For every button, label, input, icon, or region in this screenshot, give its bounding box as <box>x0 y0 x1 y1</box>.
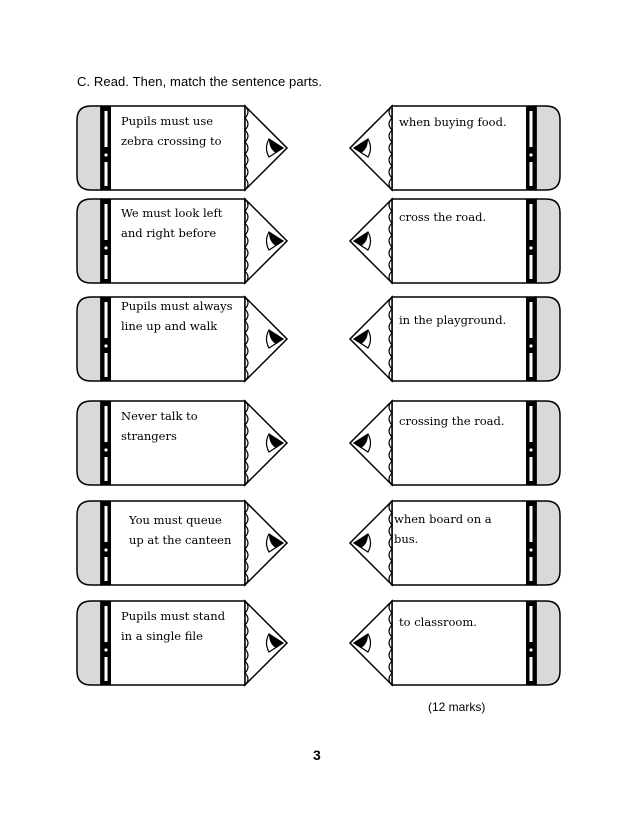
left-pencil-card: Never talk to strangers <box>76 399 289 487</box>
text-line: in the playground. <box>399 313 507 327</box>
right-pencil-card: when buying food. <box>348 104 561 192</box>
text-line: strangers <box>121 429 177 443</box>
right-pencil-card: crossing the road. <box>348 399 561 487</box>
sentence-ending-text: cross the road. <box>399 207 524 227</box>
text-line: in a single file <box>121 629 203 643</box>
left-pencil-card: Pupils must use zebra crossing to <box>76 104 289 192</box>
sentence-beginning-text: Never talk to strangers <box>121 406 246 446</box>
pencil-shape <box>348 104 561 192</box>
sentence-ending-text: to classroom. <box>399 612 524 632</box>
right-pencil-card: when board on a bus. <box>348 499 561 587</box>
pencil-shape <box>76 197 289 285</box>
left-pencil-card: We must look left and right before <box>76 197 289 285</box>
sentence-ending-text: when buying food. <box>399 112 524 132</box>
text-line: Pupils must stand <box>121 609 226 623</box>
pencil-shape <box>76 399 289 487</box>
text-line: crossing the road. <box>399 414 505 428</box>
right-pencil-card: to classroom. <box>348 599 561 687</box>
text-line: line up and walk <box>121 319 218 333</box>
pencil-shape <box>348 295 561 383</box>
text-line: zebra crossing to <box>121 134 222 148</box>
marks-label: (12 marks) <box>428 700 486 714</box>
text-line: when board on a <box>394 512 492 526</box>
pencil-shape <box>348 499 561 587</box>
pencil-shape <box>76 104 289 192</box>
text-line: to classroom. <box>399 615 477 629</box>
text-line: Never talk to <box>121 409 198 423</box>
sentence-ending-text: crossing the road. <box>399 411 524 431</box>
text-line: and right before <box>121 226 217 240</box>
text-line: when buying food. <box>399 115 507 129</box>
pencil-shape <box>348 399 561 487</box>
left-pencil-card: You must queue up at the canteen <box>76 499 289 587</box>
page-number: 3 <box>313 747 321 763</box>
sentence-ending-text: when board on a bus. <box>394 509 519 549</box>
sentence-beginning-text: Pupils must use zebra crossing to <box>121 111 246 151</box>
pencil-shape <box>76 295 289 383</box>
pencil-shape <box>348 599 561 687</box>
left-pencil-card: Pupils must stand in a single file <box>76 599 289 687</box>
text-line: cross the road. <box>399 210 487 224</box>
pencil-shape <box>76 499 289 587</box>
sentence-beginning-text: Pupils must stand in a single file <box>121 606 246 646</box>
text-line: Pupils must always <box>121 299 233 313</box>
text-line: You must queue <box>129 513 222 527</box>
sentence-beginning-text: Pupils must always line up and walk <box>121 296 246 336</box>
text-line: up at the canteen <box>129 533 232 547</box>
text-line: We must look left <box>121 206 223 220</box>
sentence-beginning-text: We must look left and right before <box>121 203 246 243</box>
text-line: bus. <box>394 532 419 546</box>
sentence-beginning-text: You must queue up at the canteen <box>129 510 254 550</box>
left-pencil-card: Pupils must always line up and walk <box>76 295 289 383</box>
right-pencil-card: cross the road. <box>348 197 561 285</box>
pencil-shape <box>76 599 289 687</box>
sentence-ending-text: in the playground. <box>399 310 524 330</box>
instruction-text: C. Read. Then, match the sentence parts. <box>77 74 323 89</box>
right-pencil-card: in the playground. <box>348 295 561 383</box>
pencil-shape <box>348 197 561 285</box>
text-line: Pupils must use <box>121 114 214 128</box>
